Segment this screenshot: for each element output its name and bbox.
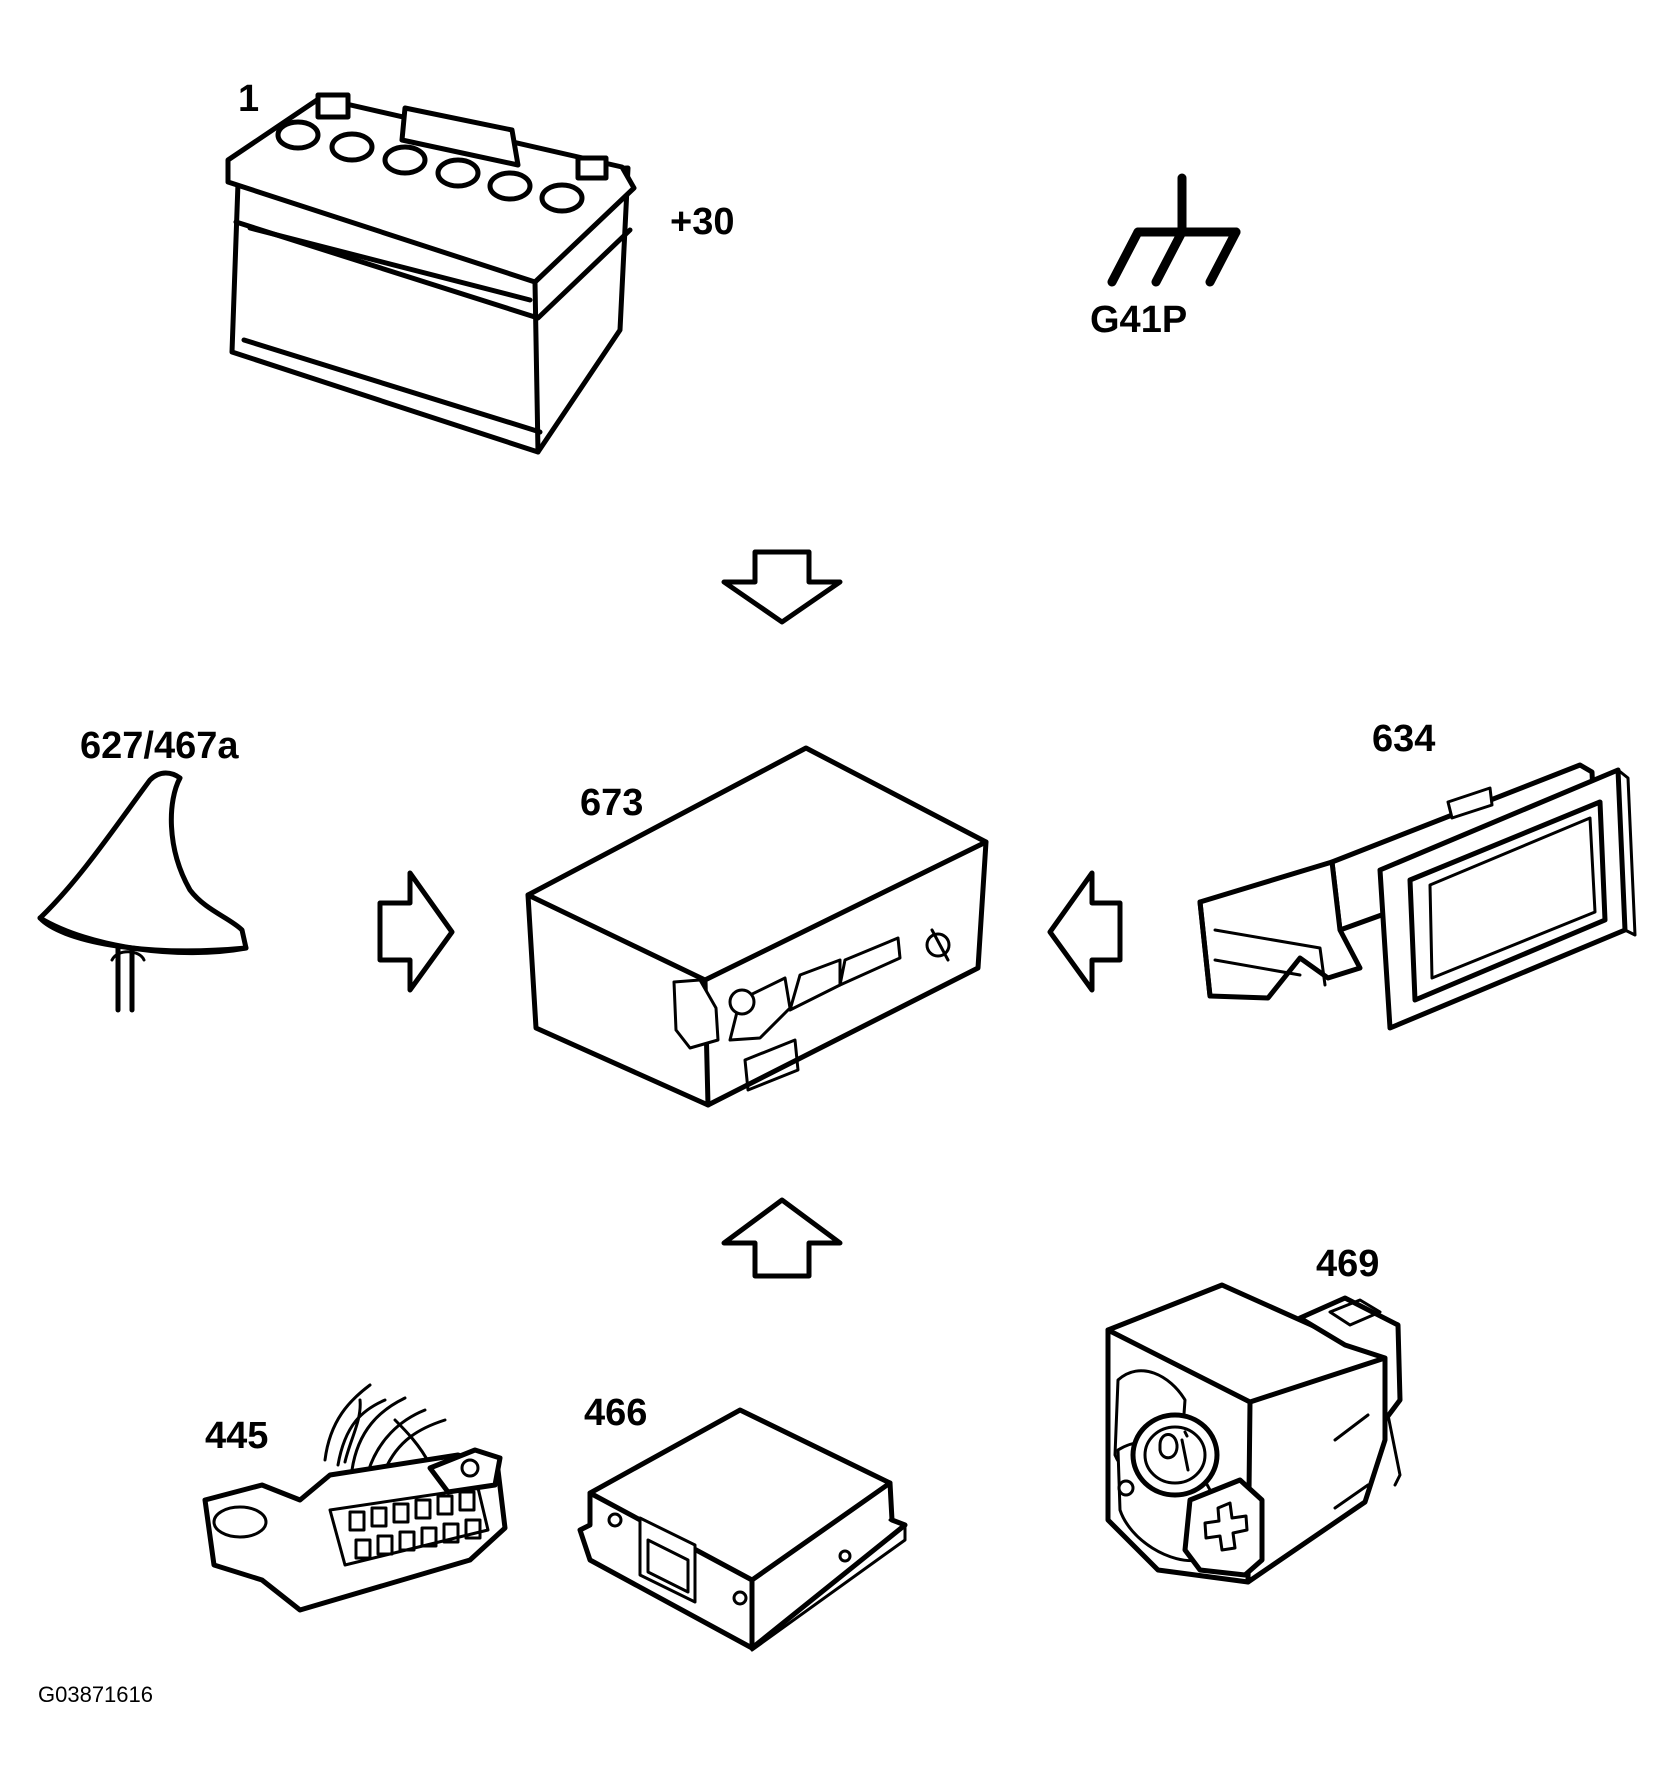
obd-connector-icon <box>202 1383 508 1613</box>
switch-panel-icon <box>1197 762 1637 1031</box>
arrow-right-icon <box>377 870 455 993</box>
module-466-label: 466 <box>584 1392 648 1434</box>
connector-445-label: 445 <box>205 1415 269 1457</box>
figure-reference: G03871616 <box>38 1682 153 1707</box>
battery-terminal-label: +30 <box>670 201 735 243</box>
battery-label: 1 <box>238 78 260 120</box>
arrow-down-icon <box>721 549 843 625</box>
sos-button-icon <box>1105 1282 1403 1585</box>
control-module-icon <box>525 745 989 1108</box>
ground-symbol-icon <box>1107 173 1241 287</box>
battery-icon <box>225 92 637 455</box>
ground-label: G41P <box>1090 299 1188 341</box>
arrow-up-icon <box>721 1197 843 1279</box>
module-box-icon <box>577 1407 908 1652</box>
switch-634-label: 634 <box>1372 718 1436 760</box>
shark-fin-antenna-icon <box>37 770 249 1013</box>
antenna-label: 627/467a <box>80 725 239 767</box>
switch-469-label: 469 <box>1316 1243 1380 1285</box>
module-label: 673 <box>580 782 644 824</box>
arrow-left-icon <box>1047 870 1123 993</box>
